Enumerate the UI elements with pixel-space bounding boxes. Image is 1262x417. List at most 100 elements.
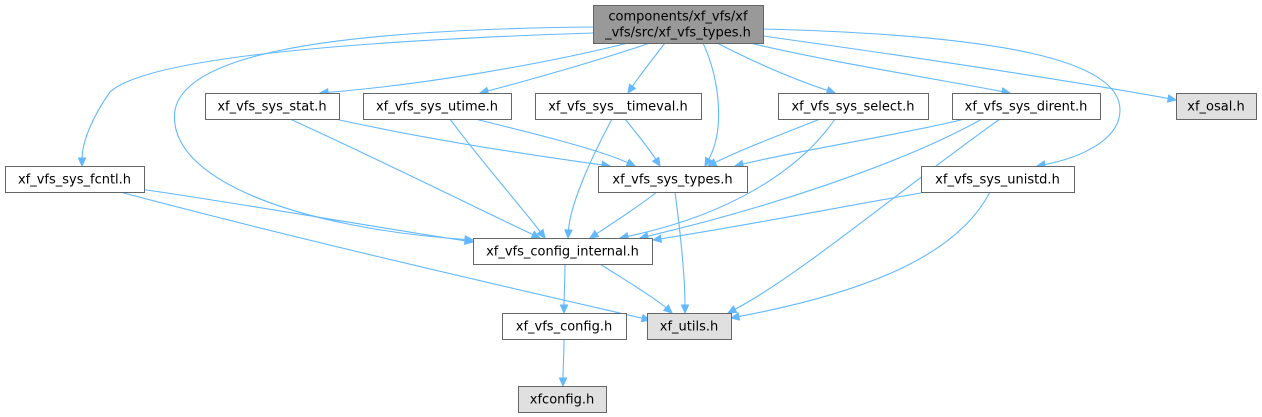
edge-line: [595, 191, 658, 235]
edge-arrowhead: [536, 228, 546, 239]
node-box[interactable]: [598, 166, 748, 193]
edge-root-to-sys_select: [716, 42, 837, 95]
edge-sys_types-to-config_internal: [588, 191, 658, 239]
edge-sys_stat-to-sys_types: [334, 118, 612, 170]
node-sys-select[interactable]: xf_vfs_sys_select.h: [778, 93, 929, 120]
node-box[interactable]: [502, 313, 627, 340]
node-label: xf_vfs_sys_unistd.h: [935, 173, 1060, 188]
edge-line: [599, 263, 668, 309]
edge-line: [762, 35, 1170, 100]
node-box[interactable]: [535, 93, 702, 120]
edge-arrowhead: [558, 377, 568, 388]
node-label: xf_vfs_sys_stat.h: [217, 100, 326, 115]
edge-sys_dirent-to-sys_types: [733, 118, 966, 169]
node-box[interactable]: [518, 386, 607, 413]
edge-sys_types-to-utils: [674, 191, 690, 315]
edge-line: [626, 118, 836, 238]
edge-line: [674, 191, 686, 307]
edge-arrowhead: [651, 234, 663, 244]
edges-layer: [77, 26, 1178, 388]
edge-line: [289, 118, 534, 236]
edge-line: [714, 118, 821, 164]
edge-arrowhead: [706, 158, 718, 167]
edge-line: [741, 118, 966, 165]
node-sys-dirent[interactable]: xf_vfs_sys_dirent.h: [952, 93, 1101, 120]
node-box[interactable]: [647, 313, 732, 340]
edge-arrowhead: [564, 229, 573, 240]
edge-arrowhead: [680, 304, 690, 315]
edge-line: [631, 42, 666, 88]
node-osal[interactable]: xf_osal.h: [1176, 93, 1257, 120]
node-box[interactable]: [205, 93, 340, 120]
edge-line: [646, 118, 983, 237]
edge-arrowhead: [1166, 94, 1178, 103]
edge-line: [486, 42, 651, 92]
edge-sys_unistd-to-utils: [729, 191, 991, 321]
edge-line: [474, 118, 629, 164]
edge-line: [567, 118, 613, 232]
node-config[interactable]: xf_vfs_config.h: [502, 313, 627, 340]
edge-line: [562, 338, 565, 380]
node-box[interactable]: [1176, 93, 1257, 120]
edge-arrowhead: [704, 156, 713, 168]
edge-arrowhead: [825, 86, 837, 95]
node-box[interactable]: [952, 93, 1101, 120]
node-label: xf_vfs_sys__timeval.h: [548, 100, 688, 115]
edge-line: [737, 191, 991, 318]
node-root[interactable]: components/xf_vfs/xf_vfs/src/xf_vfs_type…: [593, 5, 764, 44]
edge-line: [326, 42, 629, 93]
edge-arrowhead: [651, 156, 661, 168]
node-box[interactable]: [778, 93, 929, 120]
edge-root-to-sys_types: [702, 42, 720, 168]
node-label: xf_vfs_sys_fcntl.h: [18, 173, 131, 188]
node-box[interactable]: [5, 166, 145, 193]
edge-root-to-sys_dirent: [749, 42, 1012, 96]
nodes-layer: components/xf_vfs/xf_vfs/src/xf_vfs_type…: [5, 5, 1257, 413]
edge-line: [702, 42, 720, 161]
edge-root-to-sys_timeval: [627, 42, 666, 95]
edge-config-to-xfconfig: [558, 338, 568, 388]
node-label: xf_vfs_config.h: [516, 320, 612, 335]
edge-arrowhead: [662, 304, 673, 314]
edge-line: [749, 42, 1004, 93]
edge-arrowhead: [729, 312, 741, 321]
edge-arrowhead: [77, 157, 87, 168]
node-box[interactable]: [593, 5, 764, 44]
node-sys-types[interactable]: xf_vfs_sys_types.h: [598, 166, 748, 193]
edge-line: [624, 118, 657, 161]
edge-sys_unistd-to-config_internal: [651, 192, 922, 244]
node-utils[interactable]: xf_utils.h: [647, 313, 732, 340]
node-xfconfig[interactable]: xfconfig.h: [518, 386, 607, 413]
edge-arrowhead: [463, 236, 475, 246]
node-sys-unistd[interactable]: xf_vfs_sys_unistd.h: [921, 166, 1075, 193]
edge-sys_fcntl-to-config_internal: [139, 188, 475, 246]
edge-line: [659, 192, 922, 240]
node-label: xf_vfs_sys_dirent.h: [965, 100, 1088, 115]
edge-root-to-osal: [762, 35, 1178, 103]
edge-line: [716, 42, 829, 92]
edge-line: [733, 118, 1001, 311]
edge-line: [139, 188, 467, 242]
node-sys-utime[interactable]: xf_vfs_sys_utime.h: [363, 93, 512, 120]
node-box[interactable]: [473, 238, 653, 265]
node-config-internal[interactable]: xf_vfs_config_internal.h: [473, 238, 653, 265]
edge-sys_dirent-to-utils: [726, 118, 1001, 314]
edge-sys_select-to-sys_types: [706, 118, 821, 167]
node-label: _vfs/src/xf_vfs_types.h: [604, 26, 751, 41]
node-sys-stat[interactable]: xf_vfs_sys_stat.h: [205, 93, 340, 120]
node-box[interactable]: [921, 166, 1075, 193]
node-sys-fcntl[interactable]: xf_vfs_sys_fcntl.h: [5, 166, 145, 193]
node-box[interactable]: [363, 93, 512, 120]
node-label: xf_vfs_sys_types.h: [612, 173, 732, 188]
edge-arrowhead: [625, 158, 637, 167]
edge-line: [81, 32, 594, 160]
edge-line: [334, 118, 604, 166]
edge-sys_utime-to-config_internal: [449, 118, 546, 239]
node-label: xf_utils.h: [660, 320, 718, 335]
node-label: components/xf_vfs/xf: [608, 10, 748, 25]
edge-root-to-config_internal: [174, 26, 594, 244]
node-sys-timeval[interactable]: xf_vfs_sys__timeval.h: [535, 93, 702, 120]
node-label: xf_osal.h: [1187, 100, 1244, 115]
edge-line: [563, 263, 566, 307]
